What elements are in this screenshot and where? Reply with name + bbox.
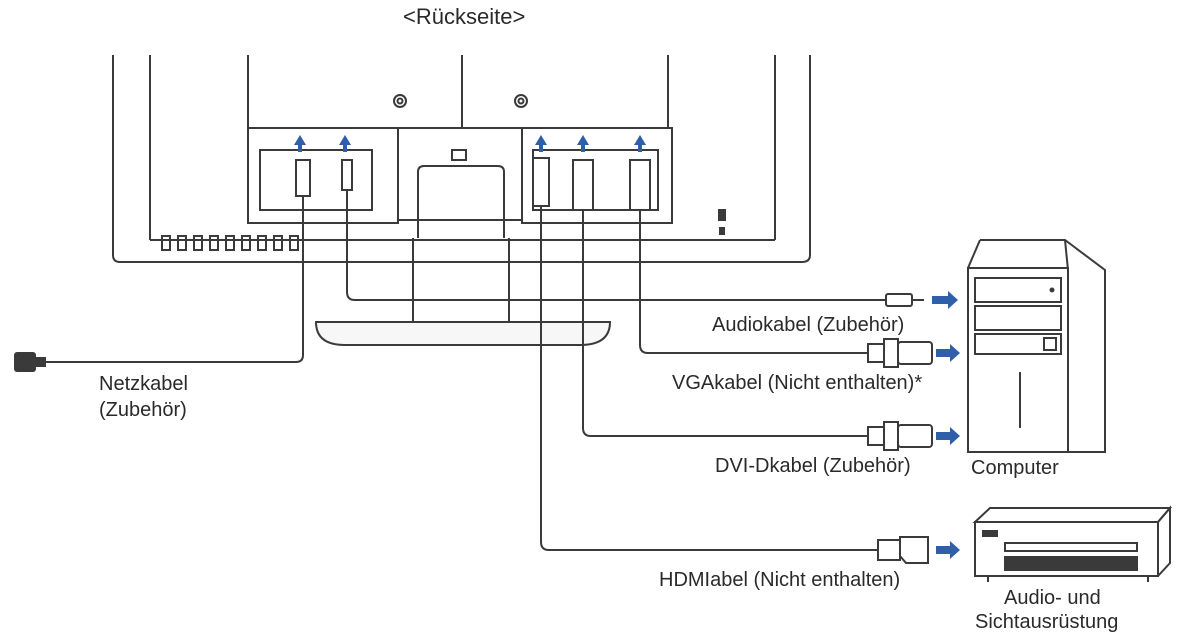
av-equipment-label-line1: Audio- und xyxy=(1004,587,1101,609)
port-arrow-icons xyxy=(294,135,646,152)
power-cable-label-line1: Netzkabel xyxy=(99,373,188,395)
av-equipment-icon xyxy=(972,505,1173,582)
connector-plugs xyxy=(867,293,933,564)
power-plug-icon xyxy=(14,352,46,372)
vga-cable-label: VGAkabel (Nicht enthalten)* xyxy=(672,372,923,394)
av-equipment-label-line2: Sichtausrüstung xyxy=(975,611,1119,633)
audio-cable-label: Audiokabel (Zubehör) xyxy=(712,314,905,336)
power-cable-label-line2: (Zubehör) xyxy=(99,399,187,421)
vent-slots xyxy=(161,235,299,251)
diagram-title: <Rückseite> xyxy=(403,4,526,29)
cables xyxy=(45,157,890,551)
hdmi-cable-label: HDMIabel (Nicht enthalten) xyxy=(659,569,901,591)
direction-arrows xyxy=(932,291,960,559)
computer-icon xyxy=(967,239,1106,453)
dvi-cable-label: DVI-Dkabel (Zubehör) xyxy=(715,455,911,477)
monitor-rear xyxy=(112,55,811,346)
computer-label: Computer xyxy=(971,457,1059,479)
